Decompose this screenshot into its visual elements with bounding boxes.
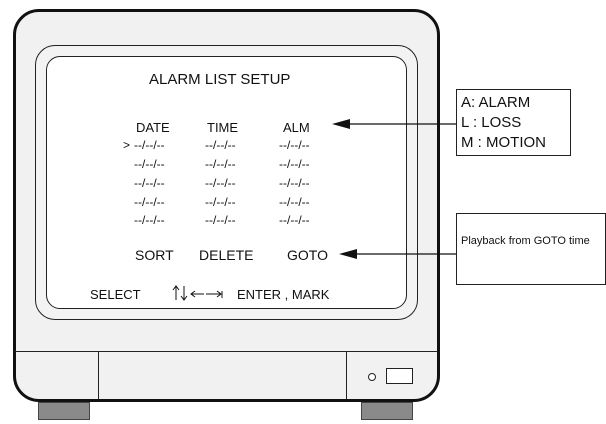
help-select-label: SELECT — [90, 287, 141, 302]
legend-item-loss: L : LOSS — [461, 114, 522, 131]
legend-arrow-icon — [332, 119, 350, 129]
up-arrow-icon — [172, 285, 180, 300]
note-arrow-icon — [339, 249, 357, 259]
base-panel-divider-left — [98, 351, 99, 399]
table-cell-time-2[interactable]: --/--/-- — [205, 157, 236, 171]
table-cell-alm-5[interactable]: --/--/-- — [279, 213, 310, 227]
power-button-icon[interactable] — [386, 368, 413, 384]
column-header-alm: ALM — [283, 120, 310, 135]
osd-screen — [46, 56, 407, 309]
table-cell-alm-1[interactable]: --/--/-- — [279, 138, 310, 152]
down-arrow-icon — [180, 286, 188, 301]
table-cell-alm-2[interactable]: --/--/-- — [279, 157, 310, 171]
sort-button[interactable]: SORT — [135, 247, 174, 263]
table-cell-date-3[interactable]: --/--/-- — [134, 176, 165, 190]
goto-note: Playback from GOTO time — [456, 213, 606, 285]
row-cursor: > — [123, 138, 131, 152]
table-cell-time-4[interactable]: --/--/-- — [205, 195, 236, 209]
help-enter-mark-label: ENTER , MARK — [237, 287, 330, 302]
osd-title: ALARM LIST SETUP — [149, 71, 291, 88]
monitor-base-divider — [15, 351, 437, 352]
table-cell-date-4[interactable]: --/--/-- — [134, 195, 165, 209]
column-header-date: DATE — [136, 120, 170, 135]
delete-button[interactable]: DELETE — [199, 247, 254, 263]
monitor-foot-left — [38, 402, 90, 420]
table-cell-date-2[interactable]: --/--/-- — [134, 157, 165, 171]
base-panel-divider-right — [346, 351, 347, 399]
goto-button[interactable]: GOTO — [287, 247, 328, 263]
power-led-icon — [368, 373, 376, 381]
table-cell-alm-3[interactable]: --/--/-- — [279, 176, 310, 190]
legend-item-motion: M : MOTION — [461, 134, 546, 151]
table-cell-time-3[interactable]: --/--/-- — [205, 176, 236, 190]
table-cell-date-5[interactable]: --/--/-- — [134, 213, 165, 227]
table-cell-date-1[interactable]: --/--/-- — [134, 138, 165, 152]
legend-item-alarm: A: ALARM — [461, 94, 531, 111]
column-header-time: TIME — [207, 120, 239, 135]
goto-note-text: Playback from GOTO time — [461, 235, 590, 247]
table-cell-alm-4[interactable]: --/--/-- — [279, 195, 310, 209]
right-arrow-icon — [206, 290, 223, 298]
alarm-type-legend: A: ALARM L : LOSS M : MOTION — [456, 89, 571, 156]
left-arrow-icon — [190, 290, 204, 298]
monitor-foot-right — [361, 402, 413, 420]
table-cell-time-5[interactable]: --/--/-- — [205, 213, 236, 227]
table-cell-time-1[interactable]: --/--/-- — [205, 138, 236, 152]
